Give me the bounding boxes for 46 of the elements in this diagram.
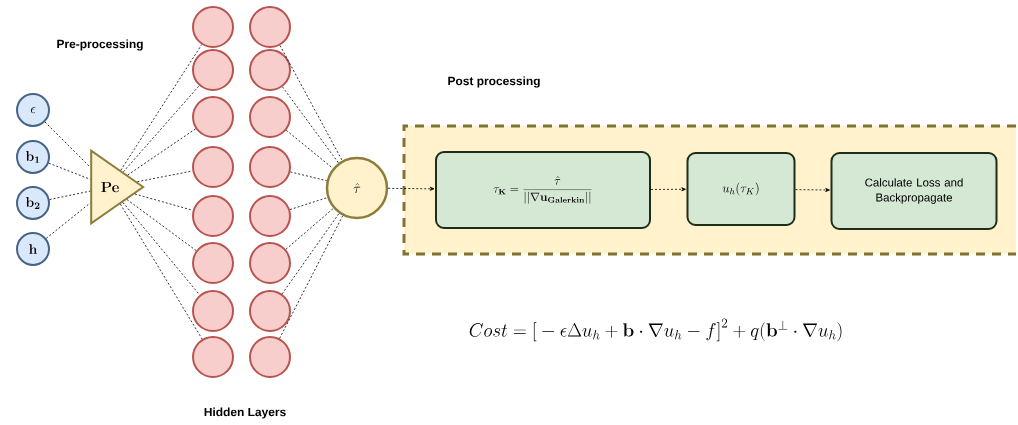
- connector-line: [126, 199, 197, 251]
- connector-line: [281, 213, 340, 295]
- process-box: Calculate Loss and Backpropagate: [830, 152, 998, 230]
- connector-line: [122, 85, 200, 173]
- connector-line: [282, 86, 339, 164]
- connector-line: [285, 208, 334, 250]
- hidden-neuron-circle: [192, 242, 234, 284]
- hidden-neuron-circle: [249, 195, 291, 237]
- connector-line: [136, 170, 193, 183]
- connector-line: [120, 44, 203, 171]
- section-heading: Pre-processing: [57, 39, 143, 51]
- connector-line: [134, 193, 194, 211]
- connector-line: [279, 215, 344, 339]
- cost-formula: $Cost = \big[-\epsilon\Delta u_h + \mathbf{b}\cdot\nabla u_h - f\big]^2 + q(\mathbf{b}^{\perp}\cdot\nabla u_h)$: [469, 318, 842, 342]
- connector-line: [48, 162, 91, 180]
- hidden-neuron-circle: [192, 195, 234, 237]
- hidden-neuron-circle: [192, 96, 234, 138]
- connector-line: [49, 190, 91, 200]
- connector-line: [285, 129, 334, 169]
- hidden-neuron-circle: [249, 336, 291, 378]
- hidden-neuron-circle: [192, 49, 234, 91]
- hidden-neuron-circle: [192, 336, 234, 378]
- hidden-neuron-circle: [249, 146, 291, 188]
- connector-line: [279, 45, 343, 161]
- arrow: [795, 188, 830, 192]
- connector-line: [45, 202, 91, 239]
- hidden-neuron-circle: [249, 6, 291, 48]
- process-box: $\tau_{\mathbf{K}} = \frac{\hat{\tau}}{||\nabla \mathbf{u}_{\mathbf{Galerkin}}||}$: [435, 151, 651, 229]
- process-box: $u_h(\tau_K)$: [686, 152, 796, 226]
- connector-line: [122, 202, 200, 296]
- hidden-neuron-circle: [192, 6, 234, 48]
- arrow: [387, 186, 435, 191]
- connector-line: [289, 197, 328, 210]
- group-heading: Post processing: [448, 76, 540, 88]
- hidden-neuron-circle: [249, 49, 291, 91]
- connector-line: [44, 121, 91, 168]
- hidden-neuron-circle: [249, 290, 291, 332]
- hidden-neuron-circle: [249, 96, 291, 138]
- hidden-neuron-circle: [192, 290, 234, 332]
- hidden-neuron-circle: [192, 146, 234, 188]
- connector-line: [290, 171, 328, 182]
- arrow: [650, 187, 686, 192]
- connector-line: [127, 128, 197, 176]
- section-heading: Hidden Layers: [204, 407, 286, 419]
- connector-line: [120, 203, 203, 340]
- hidden-neuron-circle: [249, 242, 291, 284]
